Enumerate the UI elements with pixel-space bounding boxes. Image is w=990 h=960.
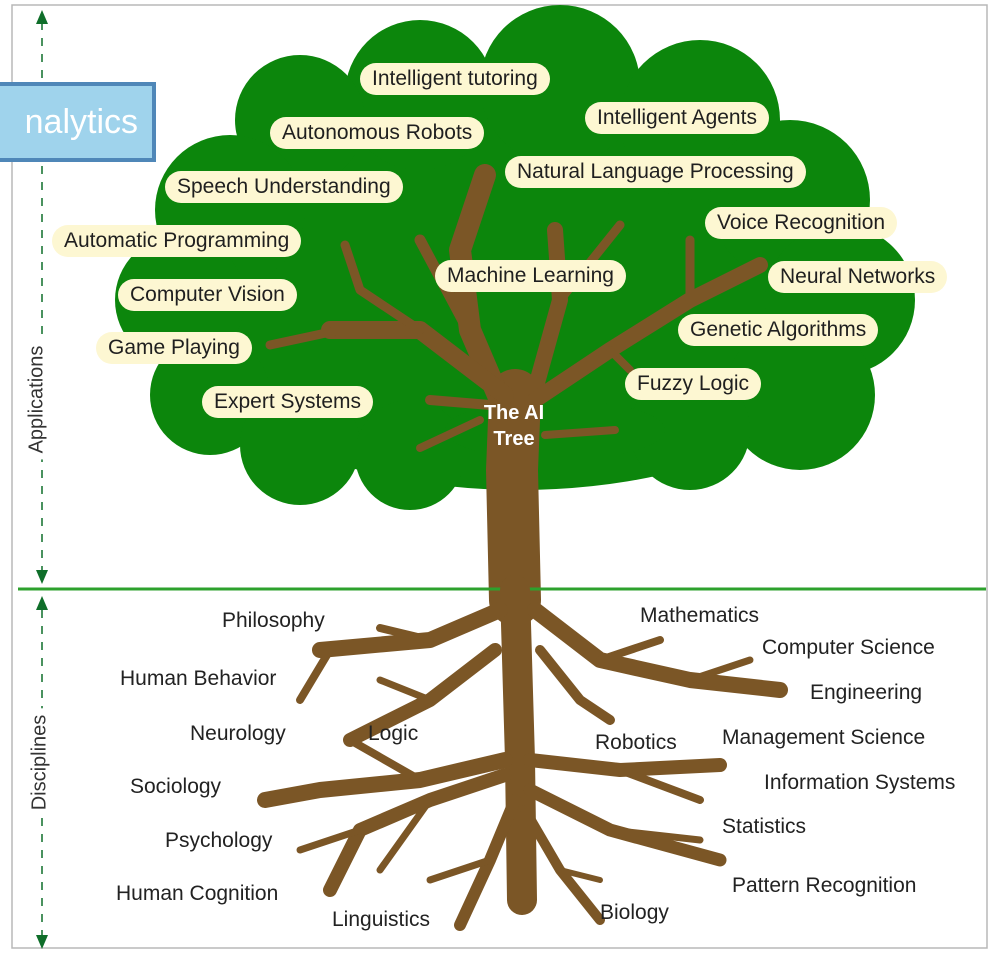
discipline-label: Mathematics: [640, 604, 760, 627]
application-label: Neural Networks: [768, 261, 948, 293]
application-label: Genetic Algorithms: [678, 314, 879, 346]
application-label: Intelligent Agents: [585, 102, 769, 134]
discipline-label: Neurology: [190, 722, 286, 745]
trunk-label-line-2: Tree: [493, 428, 535, 450]
discipline-label: Philosophy: [222, 609, 325, 632]
application-label: Game Playing: [96, 332, 252, 364]
discipline-label: Linguistics: [332, 908, 431, 931]
application-label: Computer Vision: [118, 279, 297, 311]
analytics-overlay-text: nalytics: [24, 103, 138, 141]
application-label: Autonomous Robots: [270, 117, 485, 149]
discipline-label: Sociology: [130, 775, 222, 798]
disciplines-axis-label: Disciplines: [28, 708, 52, 817]
discipline-label: Biology: [600, 901, 669, 924]
discipline-label: Psychology: [165, 829, 273, 852]
trunk-label-line-1: The AI: [483, 402, 545, 424]
discipline-label: Human Cognition: [116, 882, 279, 905]
applications-axis-label: Applications: [25, 339, 49, 460]
application-label: Automatic Programming: [52, 225, 302, 257]
application-label: Expert Systems: [202, 386, 374, 418]
application-label: Machine Learning: [435, 260, 626, 292]
discipline-label: Engineering: [810, 681, 923, 704]
application-label: Voice Recognition: [705, 207, 898, 239]
trunk-label: The AI Tree: [464, 400, 564, 452]
discipline-label: Information Systems: [764, 771, 956, 794]
discipline-label: Pattern Recognition: [732, 874, 917, 897]
discipline-label: Statistics: [722, 815, 807, 838]
discipline-label: Robotics: [595, 731, 677, 754]
analytics-overlay-box: nalytics: [0, 82, 156, 162]
application-label: Intelligent tutoring: [360, 63, 550, 95]
discipline-label: Logic: [368, 722, 419, 745]
application-label: Speech Understanding: [165, 171, 403, 203]
diagram-frame: [11, 4, 988, 949]
discipline-label: Human Behavior: [120, 667, 277, 690]
application-label: Natural Language Processing: [505, 156, 806, 188]
application-label: Fuzzy Logic: [625, 368, 762, 400]
tree-roots: [257, 575, 788, 931]
discipline-label: Management Science: [722, 726, 926, 749]
discipline-label: Computer Science: [762, 636, 935, 659]
